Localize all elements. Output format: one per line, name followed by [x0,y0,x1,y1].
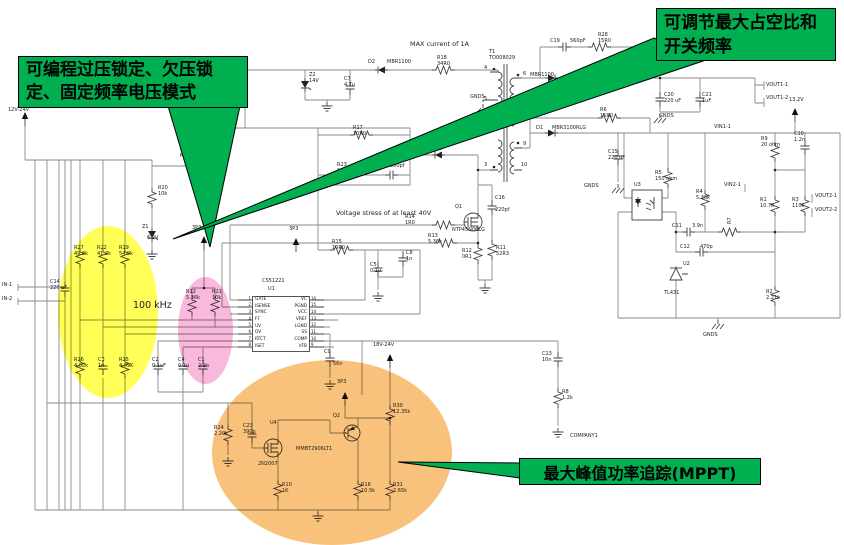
wires-group [17,42,841,522]
callout-programmable-lockout: 可编程过压锁定、欠压锁定、固定频率电压模式 [18,56,248,108]
pointer-callout-2 [172,37,705,240]
tl431-u2 [669,266,688,281]
highlight-frequency-set [178,277,233,384]
callout-text: 可调节最大占空比和开关频率 [664,12,817,57]
highlight-uv-ov-dividers [58,226,158,398]
optocoupler-u3 [631,189,663,221]
callout-mppt: 最大峰值功率追踪(MPPT) [519,458,761,485]
callout-text: 可编程过压锁定、欠压锁定、固定频率电压模式 [26,60,213,103]
highlight-mppt-circuit [212,360,452,545]
pointer-callout-3 [397,461,521,479]
callout-duty-frequency: 可调节最大占空比和开关频率 [656,8,836,61]
callout-text: 最大峰值功率追踪(MPPT) [543,463,737,483]
